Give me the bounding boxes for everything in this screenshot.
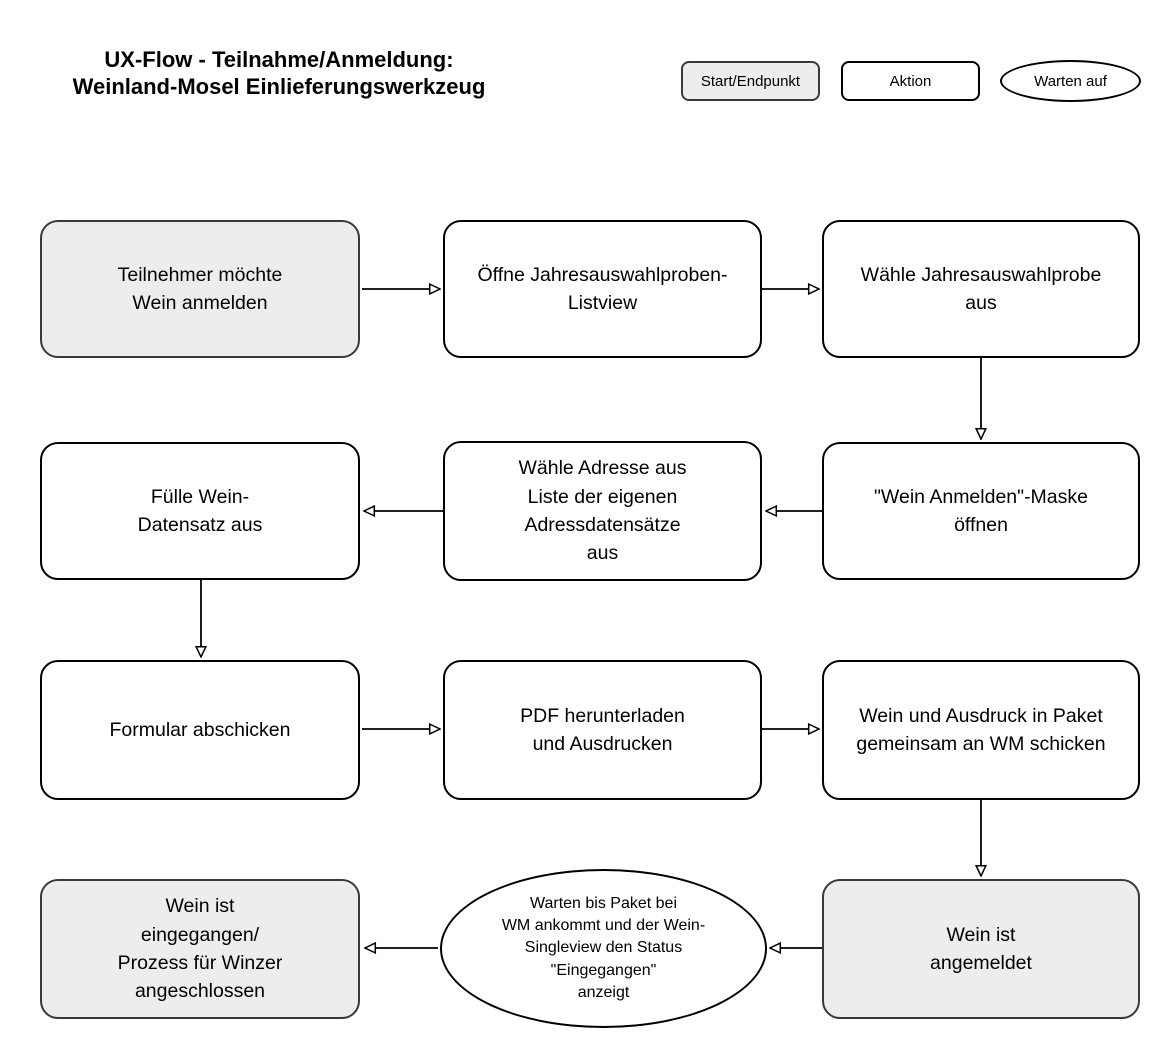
flow-node-start: Teilnehmer möchte Wein anmelden xyxy=(40,220,360,358)
flow-node-open-mask: "Wein Anmelden"-Maske öffnen xyxy=(822,442,1140,580)
flow-node-download-pdf-label: PDF herunterladen und Ausdrucken xyxy=(520,704,685,755)
flow-node-open-listview-label: Öffne Jahresauswahlproben- Listview xyxy=(477,263,728,314)
flow-node-choose-address-label: Wähle Adresse aus Liste der eigenen Adre… xyxy=(518,457,687,565)
legend-start-endpoint: Start/Endpunkt xyxy=(681,61,820,101)
flow-node-submit-form-label: Formular abschicken xyxy=(109,718,291,741)
page-title: UX-Flow - Teilnahme/Anmeldung: Weinland-… xyxy=(72,47,486,100)
legend-wait-label: Warten auf xyxy=(1034,72,1107,90)
flow-node-start-label: Teilnehmer möchte Wein anmelden xyxy=(117,263,283,314)
flow-node-registered: Wein ist angemeldet xyxy=(822,879,1140,1019)
flow-node-choose-probe: Wähle Jahresauswahlprobe aus xyxy=(822,220,1140,358)
flow-node-choose-address: Wähle Adresse aus Liste der eigenen Adre… xyxy=(443,441,762,581)
flow-node-registered-label: Wein ist angemeldet xyxy=(930,923,1032,974)
flow-node-fill-record: Fülle Wein- Datensatz aus xyxy=(40,442,360,580)
legend-wait: Warten auf xyxy=(1000,60,1141,102)
legend-action: Aktion xyxy=(841,61,980,101)
flow-node-submit-form: Formular abschicken xyxy=(40,660,360,800)
flow-node-choose-probe-label: Wähle Jahresauswahlprobe aus xyxy=(860,263,1102,314)
flow-node-received-label: Wein ist eingegangen/ Prozess für Winzer… xyxy=(117,895,283,1003)
flow-node-open-listview: Öffne Jahresauswahlproben- Listview xyxy=(443,220,762,358)
flow-node-open-mask-label: "Wein Anmelden"-Maske öffnen xyxy=(874,485,1088,536)
flow-node-wait-package-label: Warten bis Paket bei WM ankommt und der … xyxy=(501,894,706,1002)
flow-node-received: Wein ist eingegangen/ Prozess für Winzer… xyxy=(40,879,360,1019)
flow-node-download-pdf: PDF herunterladen und Ausdrucken xyxy=(443,660,762,800)
legend-action-label: Aktion xyxy=(889,72,932,90)
legend-start-endpoint-label: Start/Endpunkt xyxy=(700,72,801,90)
flow-node-send-package: Wein und Ausdruck in Paket gemeinsam an … xyxy=(822,660,1140,800)
flow-node-wait-package: Warten bis Paket bei WM ankommt und der … xyxy=(440,869,767,1028)
flow-node-send-package-label: Wein und Ausdruck in Paket gemeinsam an … xyxy=(856,704,1106,755)
flow-node-fill-record-label: Fülle Wein- Datensatz aus xyxy=(137,485,263,536)
